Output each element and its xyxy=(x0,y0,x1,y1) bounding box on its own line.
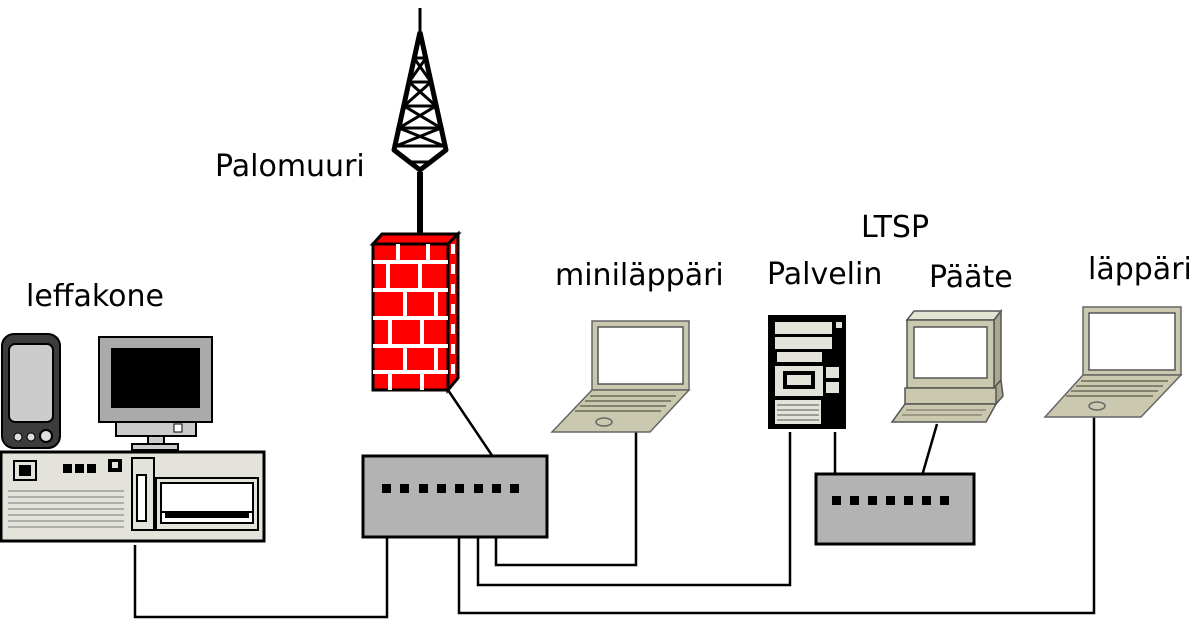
firewall-icon xyxy=(369,230,462,395)
laptop-label: läppäri xyxy=(1088,252,1192,287)
mini-laptop-label: miniläppäri xyxy=(555,258,724,293)
server-tower-icon xyxy=(768,315,846,429)
media-pc-label: leffakone xyxy=(26,279,164,314)
terminal-icon xyxy=(890,308,1004,423)
antenna-tower-icon xyxy=(391,8,449,236)
remote-control-icon xyxy=(1,333,61,449)
ltsp-label: LTSP xyxy=(861,210,930,245)
main-switch-icon xyxy=(361,454,549,539)
laptop-icon xyxy=(1043,306,1183,418)
mini-laptop-icon xyxy=(550,320,691,433)
media-pc-icon xyxy=(0,333,266,543)
cable-switch-to-laptop xyxy=(457,417,1096,615)
server-label: Palvelin xyxy=(767,257,883,292)
ltsp-switch-icon xyxy=(814,472,976,546)
monitor-icon xyxy=(98,336,213,451)
cable-media-pc-to-switch xyxy=(133,488,389,619)
terminal-label: Pääte xyxy=(929,260,1013,295)
desktop-case-icon xyxy=(0,450,266,543)
firewall-label: Palomuuri xyxy=(215,149,365,184)
